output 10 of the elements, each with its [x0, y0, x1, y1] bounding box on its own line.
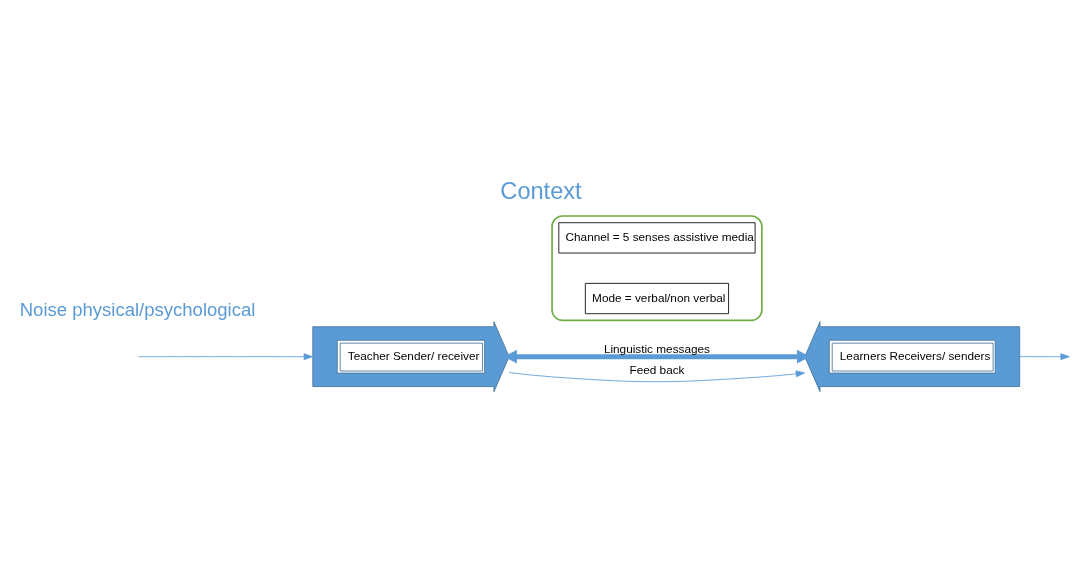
edge-label: Feed back: [629, 362, 685, 376]
label: Noise physical/psychological: [19, 298, 256, 320]
diagram-title: Context: [500, 177, 582, 204]
arrow: [138, 352, 313, 360]
edge-label: Linguistic messages: [603, 341, 711, 355]
arrow: [508, 369, 805, 382]
node-box: Channel = 5 senses assistive media: [558, 221, 756, 253]
arrow: [1019, 352, 1070, 360]
node-box: Mode = verbal/non verbal: [584, 282, 729, 314]
cluster: [551, 214, 763, 321]
